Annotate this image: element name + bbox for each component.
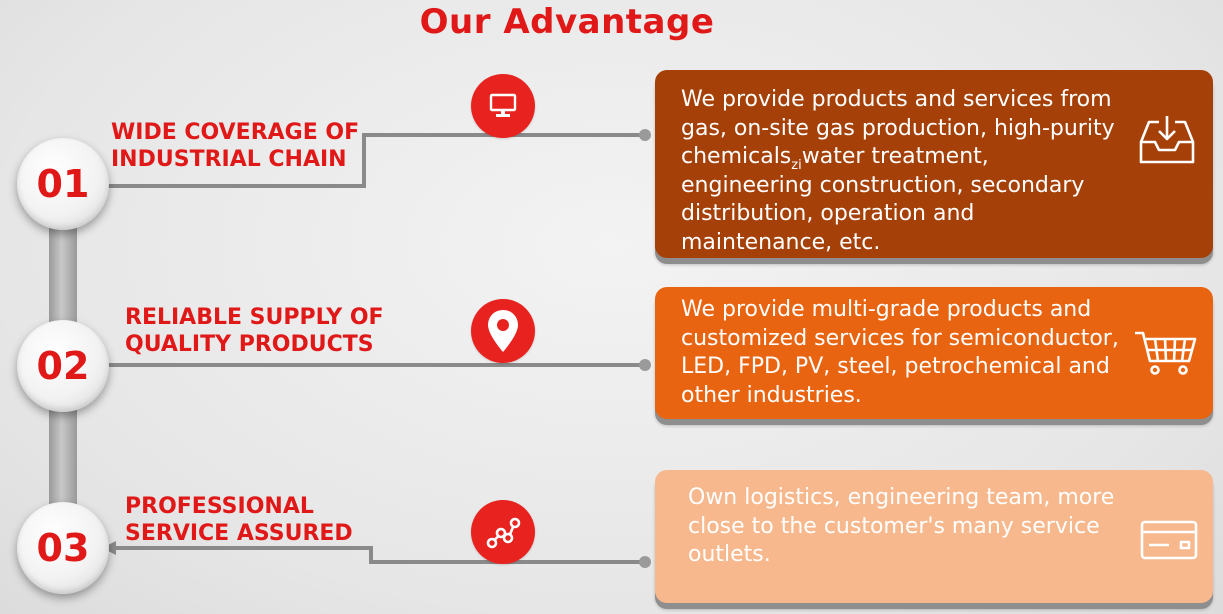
route-nodes-icon [471,500,535,564]
step-number-03: 03 [17,502,109,594]
page-title: Our Advantage [419,2,715,42]
advantage-card-01: We provide products and services from ga… [655,70,1213,258]
card-01-text-end: water treatment, engineering constructio… [681,144,1085,255]
credit-card-icon [1140,520,1198,560]
advantage-card-03: Own logistics, engineering team, more cl… [655,470,1213,603]
shopping-cart-icon [1135,331,1197,375]
connector-dot-1 [639,129,651,141]
monitor-icon [471,74,535,138]
label-01-line-2: INDUSTRIAL CHAIN [111,147,347,172]
card-01-text-mark: zi [791,158,802,173]
location-pin-icon [471,299,535,363]
label-01: WIDE COVERAGE OF INDUSTRIAL CHAIN [111,119,359,173]
label-02-line-1: RELIABLE SUPPLY OF [125,305,384,330]
card-01-text: We provide products and services from ga… [681,86,1121,257]
label-03-line-2: SERVICE ASSURED [125,521,353,546]
label-02-line-2: QUALITY PRODUCTS [125,332,374,357]
card-02-text: We provide multi-grade products and cust… [681,297,1119,408]
step-number-01: 01 [17,138,109,230]
card-03-text: Own logistics, engineering team, more cl… [688,485,1115,567]
label-03: PROFESSIONAL SERVICE ASSURED [125,493,353,547]
label-01-line-1: WIDE COVERAGE OF [111,120,360,145]
inbox-download-icon [1139,116,1195,164]
connector-dot-3 [639,556,651,568]
label-02: RELIABLE SUPPLY OF QUALITY PRODUCTS [125,304,384,358]
advantage-card-02: We provide multi-grade products and cust… [655,287,1213,419]
label-03-line-1: PROFESSIONAL [125,494,314,519]
connector-dot-2 [639,359,651,371]
card-01-text-start: We provide products and services from ga… [681,87,1115,169]
connector-arrow-3 [102,541,116,555]
connector-line-3 [114,546,645,564]
step-number-02: 02 [17,320,109,412]
